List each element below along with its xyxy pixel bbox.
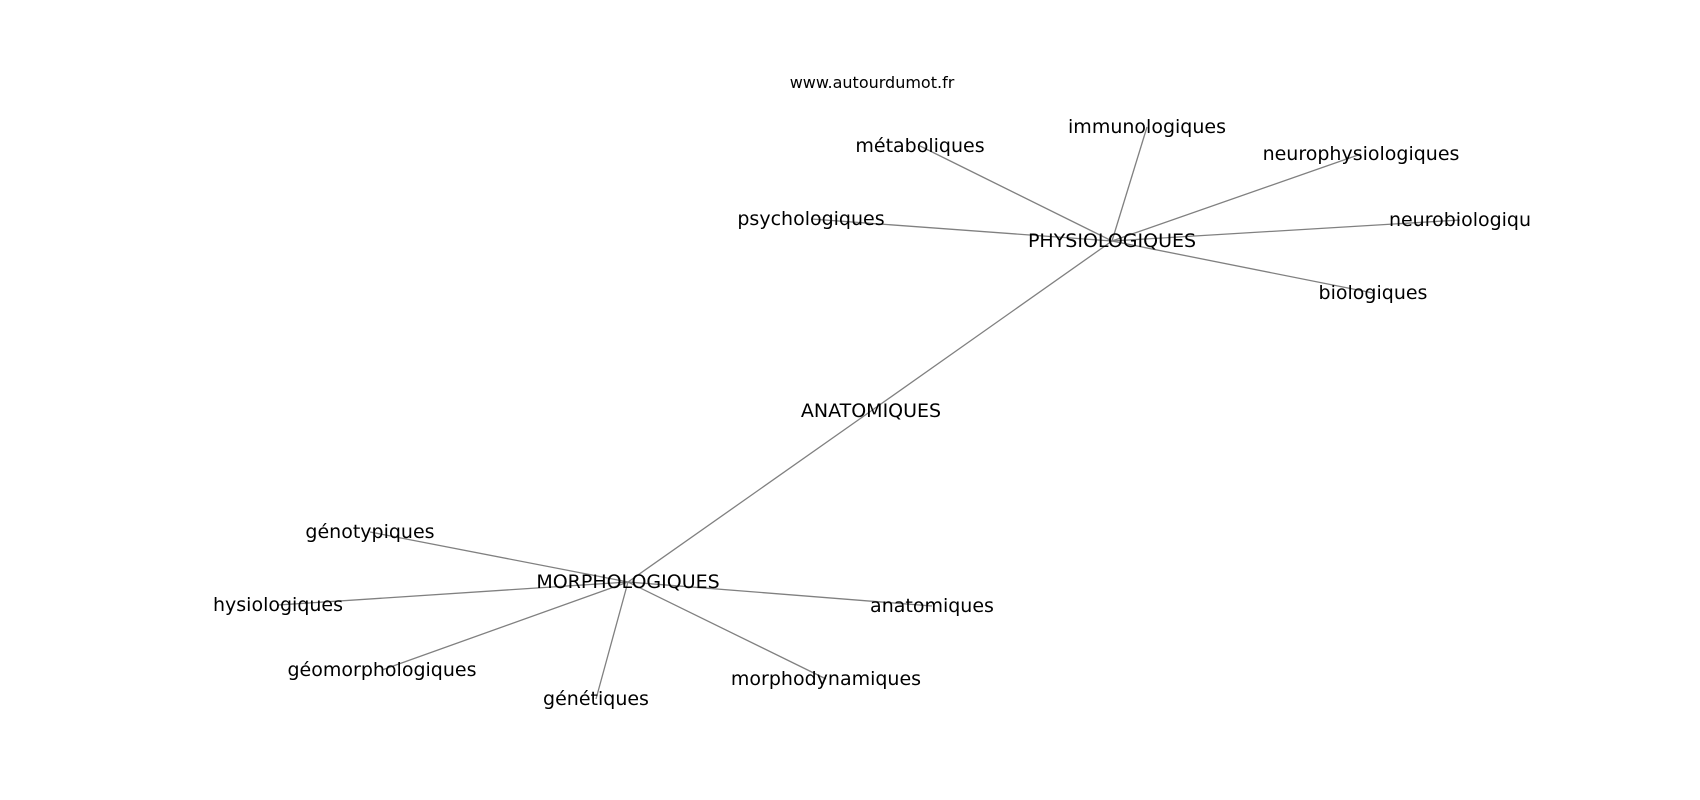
edge-morphologiques-anatomiques_leaf (627, 581, 933, 607)
graph-edges (277, 126, 1461, 700)
edge-morphologiques-hysiologiques (277, 581, 629, 606)
edge-physiologiques-neurophysiologiques (1111, 153, 1362, 242)
node-genotypiques[interactable]: génotypiques (305, 521, 434, 543)
node-genetiques[interactable]: génétiques (543, 688, 649, 710)
edge-morphologiques-geomorphologiques (381, 581, 629, 671)
node-anatomiques-leaf[interactable]: anatomiques (870, 595, 994, 617)
node-geomorphologiques[interactable]: géomorphologiques (288, 659, 477, 681)
edge-physiologiques-immunologiques (1111, 126, 1148, 242)
edge-anatomiques_center-physiologiques (870, 240, 1113, 412)
node-psychologiques[interactable]: psychologiques (737, 208, 884, 230)
node-neurobiologiqu[interactable]: neurobiologiqu (1389, 209, 1531, 231)
watermark: www.autourdumot.fr (790, 73, 955, 92)
edge-physiologiques-psychologiques (810, 218, 1113, 242)
node-metaboliques[interactable]: métaboliques (855, 135, 984, 157)
graph-nodes: ANATOMIQUES PHYSIOLOGIQUES MORPHOLOGIQUES m… (213, 116, 1531, 710)
node-physiologiques[interactable]: PHYSIOLOGIQUES (1028, 230, 1196, 252)
edge-physiologiques-metaboliques (919, 145, 1113, 242)
node-morphologiques[interactable]: MORPHOLOGIQUES (536, 571, 719, 593)
node-morphodynamiques[interactable]: morphodynamiques (731, 668, 921, 690)
node-hysiologiques[interactable]: hysiologiques (213, 594, 343, 616)
node-immunologiques[interactable]: immunologiques (1068, 116, 1226, 138)
edge-morphologiques-genotypiques (369, 531, 629, 583)
edge-anatomiques_center-morphologiques (627, 410, 872, 583)
edge-morphologiques-genetiques (595, 581, 629, 700)
node-anatomiques-center[interactable]: ANATOMIQUES (801, 400, 941, 422)
node-biologiques[interactable]: biologiques (1319, 282, 1428, 304)
edge-physiologiques-biologiques (1111, 240, 1374, 294)
node-neurophysiologiques[interactable]: neurophysiologiques (1263, 143, 1460, 165)
edge-morphologiques-morphodynamiques (627, 581, 827, 680)
edge-physiologiques-neurobiologiqu (1111, 219, 1461, 242)
